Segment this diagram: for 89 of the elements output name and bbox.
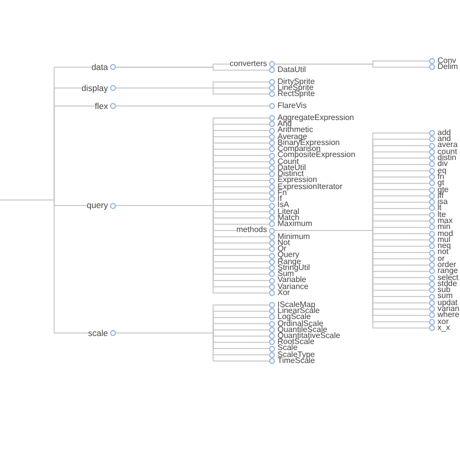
node-label: LineSprite: [278, 84, 314, 92]
node-label: LogScale: [278, 314, 311, 321]
node-label: Arithmetic: [278, 127, 314, 134]
node-label: QuantileScale: [278, 326, 328, 333]
node-label: RootScale: [278, 339, 314, 346]
node-label: max: [438, 218, 453, 224]
node-label: AggregateExpression: [278, 114, 354, 122]
node-label: query: [86, 201, 108, 210]
node-label: OrdinalScale: [278, 320, 324, 327]
node-label: DataUtil: [278, 67, 306, 74]
node-label: BinaryExpression: [278, 140, 340, 146]
node-label: Variable: [278, 277, 306, 284]
node-label: If: [278, 196, 282, 202]
node-label: neq: [438, 243, 451, 250]
node-label: scale: [88, 328, 108, 338]
node-label: TimeScale: [278, 358, 315, 364]
node-label: where: [438, 312, 460, 319]
tree-link-line: [116, 66, 270, 71]
node-label: lte: [438, 212, 446, 218]
node-label: Or: [278, 246, 286, 252]
tree-link-line: [116, 332, 270, 362]
node-label: Conv: [438, 58, 456, 64]
node-label: avera: [438, 142, 458, 149]
tree-link-line: [0, 200, 89, 334]
node-label: ExpressionIterator: [278, 184, 342, 190]
node-label: Distinct: [278, 171, 304, 178]
node-label: methods: [236, 227, 267, 234]
node-label: add: [438, 130, 451, 136]
node-label: or: [438, 256, 445, 262]
node-label: LinearScale: [278, 308, 320, 314]
node-label: eq: [438, 168, 446, 174]
node-label: Maximum: [278, 221, 312, 228]
node-label: fn: [438, 174, 444, 180]
node-label: Sum: [278, 271, 294, 278]
node-label: and: [438, 136, 451, 142]
node-label: Query: [278, 252, 300, 259]
node-label: Not: [278, 240, 290, 246]
node-label: ScaleType: [278, 352, 315, 358]
node-label: Comparison: [278, 146, 321, 152]
node-label: IScaleMap: [278, 302, 316, 308]
node-label: DateUtil: [278, 164, 306, 172]
node-label: Minimum: [278, 234, 310, 240]
node-label: iff: [438, 192, 444, 199]
node-label: Variance: [278, 284, 308, 290]
node-label: flex: [94, 102, 108, 110]
node-label: x_x: [438, 324, 450, 332]
node-label: updat: [438, 300, 458, 306]
node-label: not: [438, 249, 449, 256]
node-label: order: [438, 262, 456, 268]
node-label: Scale: [278, 345, 298, 352]
node-label: varian: [438, 306, 460, 312]
node-label: range: [438, 268, 458, 274]
node-label: Average: [278, 134, 308, 140]
node-label: mul: [438, 236, 450, 244]
node-label: sum: [438, 293, 453, 300]
node-label: data: [91, 62, 108, 72]
node-label: Range: [278, 258, 302, 265]
node-label: lt: [438, 205, 442, 212]
tree-link-line: [116, 88, 270, 94]
node-label: gte: [438, 186, 449, 193]
node-label: gt: [438, 180, 444, 186]
node-label: Literal: [278, 208, 300, 215]
node-label: And: [278, 121, 292, 128]
node-label: sub: [438, 287, 450, 294]
node-label: DirtySprite: [278, 78, 315, 86]
node-label: select: [438, 274, 458, 281]
node-label: isa: [438, 199, 448, 206]
node-label: Expression: [278, 177, 318, 184]
node-label: Fn: [278, 190, 287, 196]
node-label: Match: [278, 214, 300, 222]
node-label: xor: [438, 318, 449, 325]
node-label: Xor: [278, 290, 290, 296]
tree-link-line: [274, 64, 430, 68]
node-label: div: [438, 161, 448, 168]
node-label: stdde: [438, 280, 458, 288]
node-label: StringUtil: [278, 264, 310, 272]
node-label: display: [82, 84, 108, 92]
node-label: converters: [230, 61, 267, 68]
node-label: IsA: [278, 202, 290, 209]
node-label: CompositeExpression: [278, 152, 356, 159]
node-label: QuantitativeScale: [278, 333, 340, 340]
node-label: Count: [278, 158, 299, 165]
node-label: Delim: [438, 64, 458, 70]
node-label: count: [438, 148, 458, 155]
node-label: FlareVis: [278, 102, 307, 110]
node-label: min: [438, 224, 450, 230]
node-label: mod: [438, 230, 454, 237]
node-label: RectSprite: [278, 90, 315, 98]
node-label: distin: [438, 155, 456, 162]
